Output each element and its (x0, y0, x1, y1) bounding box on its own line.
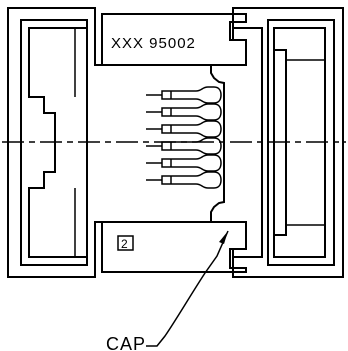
item-number-box (117, 235, 134, 251)
contact-pins (146, 86, 222, 189)
contact-pin (146, 171, 222, 189)
cap-leader-arrowhead (219, 231, 228, 244)
contact-pin (146, 103, 222, 121)
contact-pin (146, 137, 222, 155)
part-number-label: XXX 95002 (111, 35, 196, 52)
contact-pin (146, 120, 222, 138)
top-label-plate: XXX 95002 (101, 13, 247, 66)
contact-pin (146, 86, 222, 104)
bottom-label-plate: 2 (101, 221, 247, 273)
contact-pin (146, 154, 222, 172)
cap-label: CAP (106, 334, 146, 351)
cap-leader-line (146, 230, 229, 347)
cap-callout: CAP (106, 230, 229, 351)
item-number-label: 2 (121, 237, 128, 251)
